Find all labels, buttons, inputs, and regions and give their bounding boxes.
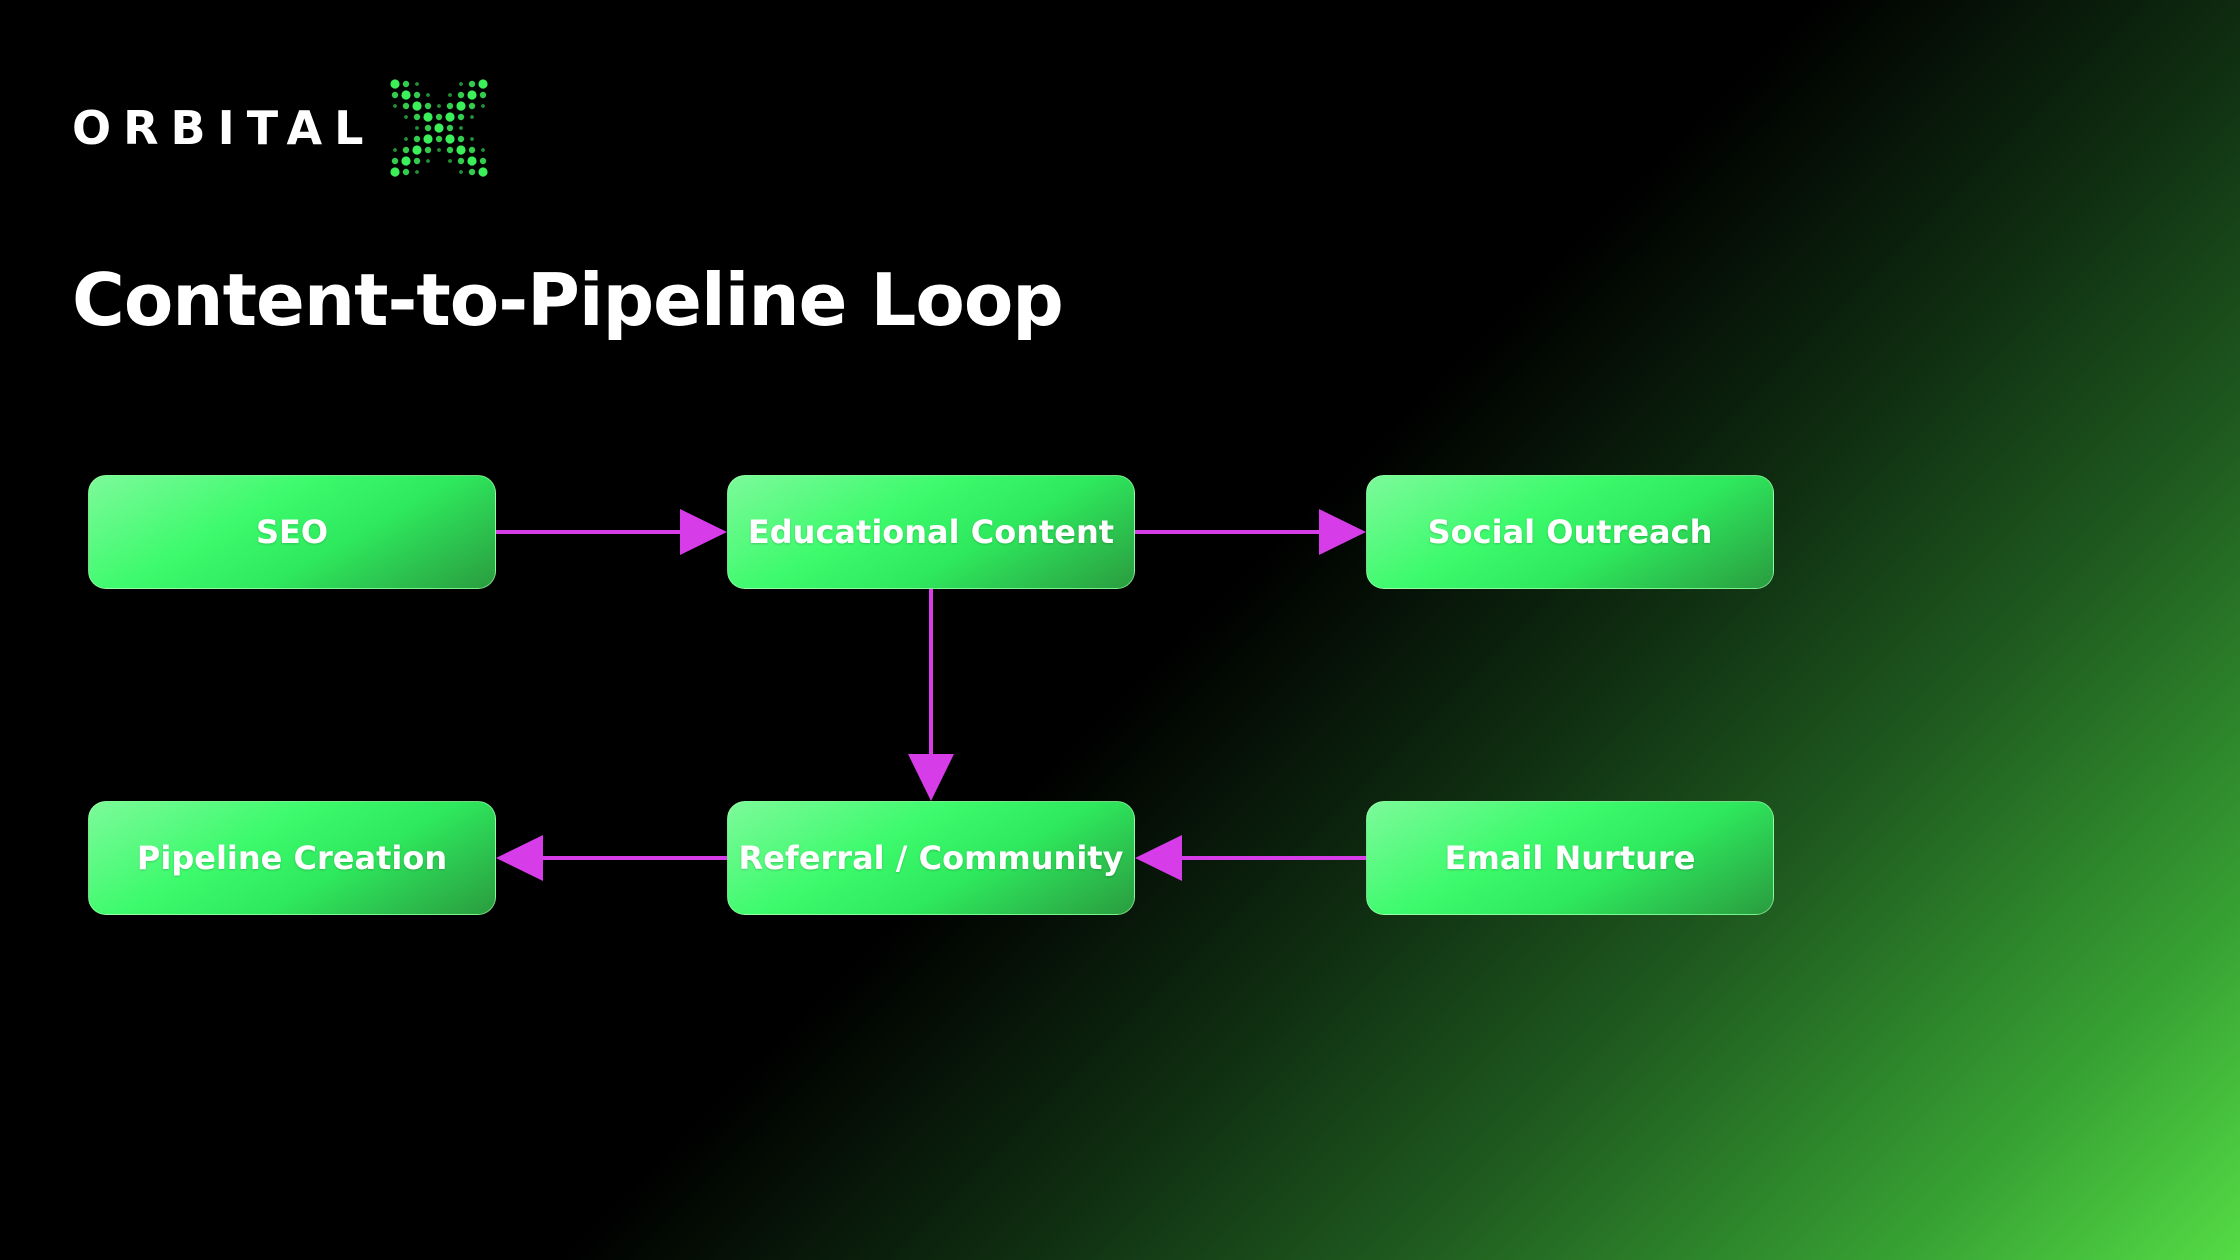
arrowhead-educational-content-to-referral-community [908,754,954,801]
logo-dot [415,126,420,130]
logo-dot [469,102,476,110]
logo-dot [478,79,489,89]
logo-dot [456,145,467,155]
logo-dot [447,102,454,110]
logo-dot [445,112,456,122]
logo-dot [423,112,434,122]
logo-dot [458,157,465,165]
logo-dot [459,170,464,174]
logo-dot [412,101,423,111]
logo-dot [403,102,410,110]
logo-dot [437,104,442,108]
node-educational-content: Educational Content [727,475,1135,589]
logo-dot [425,102,432,110]
logo-dot [434,123,445,133]
logo-dot [467,90,478,100]
logo-dot [480,157,487,165]
node-referral-community: Referral / Community [727,801,1135,915]
logo-dot [459,82,464,86]
logo-dot [401,156,412,166]
logo-dot [459,126,464,130]
logo-dot [390,79,401,89]
arrowhead-seo-to-educational-content [680,509,727,555]
logo-dot [436,113,443,121]
logo-dot [469,80,476,88]
logo-dot [403,146,410,154]
logo-dot [403,168,410,176]
node-seo: SEO [88,475,496,589]
node-email-nurture: Email Nurture [1366,801,1774,915]
logo-dot [426,93,431,97]
logo-dot [393,148,398,152]
logo-dot [469,168,476,176]
logo-dot [445,134,456,144]
logo-dot [448,93,453,97]
logo-dot [458,113,465,121]
logo-dot [481,104,486,108]
logo-dot [447,146,454,154]
logo-dot [423,134,434,144]
logo-dot [481,148,486,152]
logo-dot [414,113,421,121]
node-pipeline-creation: Pipeline Creation [88,801,496,915]
arrowhead-referral-community-to-pipeline-creation [496,835,543,881]
logo-dot [425,146,432,154]
logo-dot [437,148,442,152]
logo-dot [436,135,443,143]
logo-dot [447,124,454,132]
logo-dot [415,82,420,86]
logo-dot [470,115,475,119]
logo-dot [448,159,453,163]
logo-dot [404,137,409,141]
logo-dot [414,135,421,143]
brand-name: ORBITAL [72,101,376,155]
node-social-outreach: Social Outreach [1366,475,1774,589]
logo-dot [458,135,465,143]
logo-dot [403,80,410,88]
page-title: Content-to-Pipeline Loop [72,258,1064,342]
logo-dot [425,124,432,132]
logo-dot [390,167,401,177]
logo-dot [470,137,475,141]
arrowhead-educational-content-to-social-outreach [1319,509,1366,555]
logo-dot [393,104,398,108]
logo-dot [458,91,465,99]
arrowhead-email-nurture-to-referral-community [1135,835,1182,881]
logo-dot [469,146,476,154]
logo-dot [392,157,399,165]
logo-dot [401,90,412,100]
logo-dot [456,101,467,111]
logo-dot [478,167,489,177]
logo-dot [415,170,420,174]
logo-dot [467,156,478,166]
logo-dot [414,157,421,165]
logo-dot [412,145,423,155]
logo-dot [426,159,431,163]
x-dot-grid-icon [390,79,489,177]
logo-dot [392,91,399,99]
logo-dot [480,91,487,99]
logo-dot [414,91,421,99]
brand-logo: ORBITAL [72,76,491,180]
logo-dot [404,115,409,119]
